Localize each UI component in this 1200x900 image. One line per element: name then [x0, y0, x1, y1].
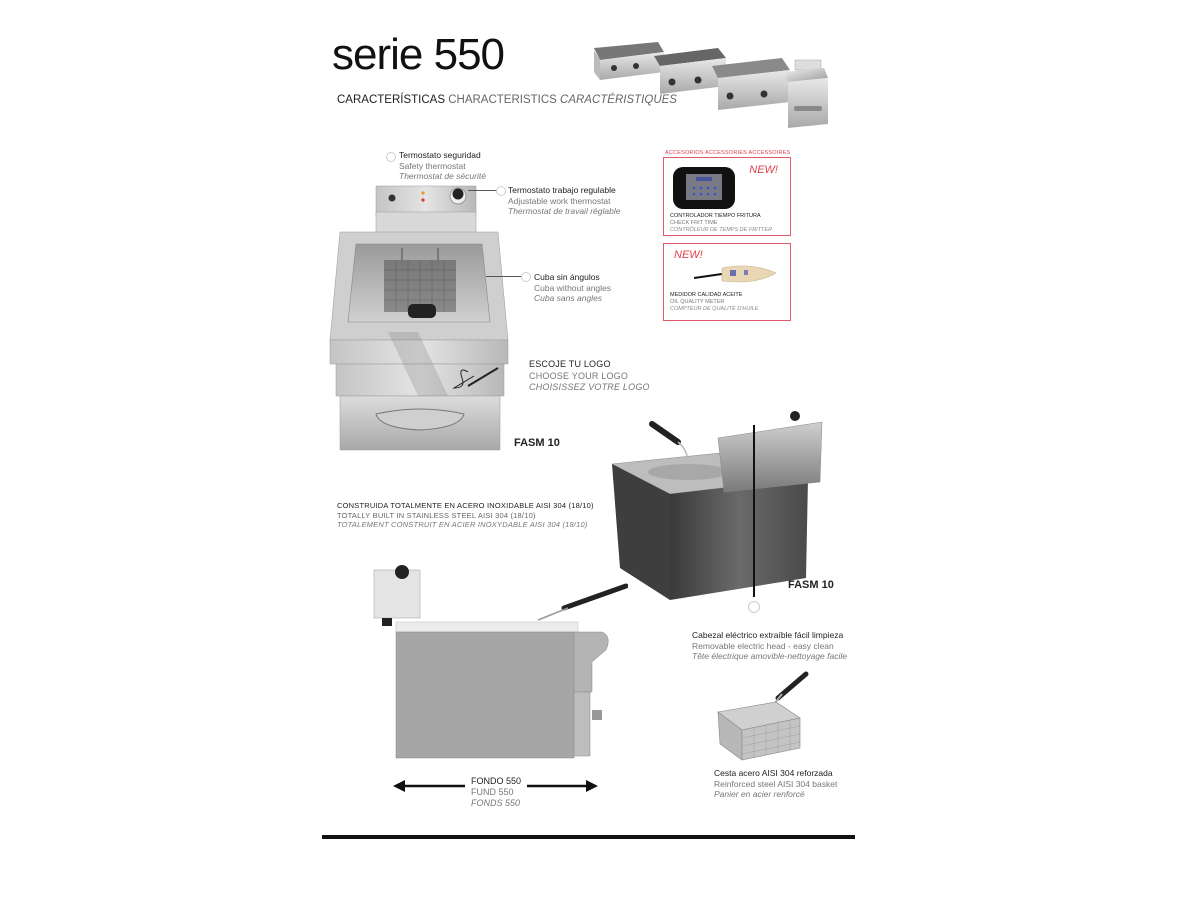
accessory-label-oil-meter: MEDIDOR CALIDAD ACEITE OIL QUALITY METER…	[670, 292, 759, 312]
accessory-label-timer: CONTROLADOR TIEMPO FRITURA CHECK FRIT TI…	[670, 213, 773, 233]
label-electric-head: Cabezal eléctrico extraíble fácil limpie…	[692, 630, 847, 661]
basket-image	[717, 671, 809, 761]
subtitle-es: CARACTERÍSTICAS	[337, 94, 445, 106]
callout-line-tank	[486, 276, 522, 277]
timer-controller-image	[673, 167, 735, 209]
label-depth: FONDO 550 FUND 550 FONDS 550	[471, 776, 522, 808]
accessory-card-oil-meter: NEW! MEDIDOR CALIDAD ACEITE OIL QUALITY …	[663, 243, 791, 321]
accessories-heading: ACCESORIOS ACCESSORIES ACCESSOIRES	[665, 150, 791, 156]
label-construction: CONSTRUIDA TOTALMENTE EN ACERO INOXIDABL…	[337, 501, 594, 529]
depth-arrow	[393, 780, 598, 792]
model-label-front: FASM 10	[514, 437, 560, 449]
fryer-side-image	[373, 565, 628, 759]
callout-dot-tank	[521, 272, 531, 282]
page-title: serie 550	[332, 30, 505, 79]
accessory-card-timer: NEW! CONTROLADOR TIEMPO FRITURA CHECK FR…	[663, 157, 791, 236]
callout-line-work	[468, 190, 498, 191]
subtitle-fr: CARACTÉRISTIQUES	[560, 94, 677, 106]
model-label-perspective: FASM 10	[788, 579, 834, 591]
label-safety-thermostat: Termostato seguridad Safety thermostat T…	[399, 150, 486, 181]
callout-dot-work	[496, 186, 506, 196]
callout-line-head	[753, 425, 755, 597]
callout-dot-safety	[386, 152, 396, 162]
new-badge: NEW!	[749, 164, 778, 176]
callout-dot-head	[748, 601, 760, 613]
label-logo: ESCOJE TU LOGO CHOOSE YOUR LOGO CHOISISS…	[529, 359, 650, 392]
subtitle-en: CHARACTERISTICS	[448, 94, 557, 106]
product-range-image	[594, 42, 828, 128]
label-basket: Cesta acero AISI 304 reforzada Reinforce…	[714, 768, 838, 799]
page-subtitle: CARACTERÍSTICAS CHARACTERISTICS CARACTÉR…	[337, 94, 677, 106]
oil-meter-image	[693, 265, 777, 283]
fryer-front-image	[329, 185, 509, 451]
label-work-thermostat: Termostato trabajo regulable Adjustable …	[508, 185, 621, 216]
label-tank: Cuba sin ángulos Cuba without angles Cub…	[534, 272, 612, 303]
fryer-perspective-image	[611, 411, 823, 600]
bottom-rule	[322, 835, 855, 839]
new-badge: NEW!	[674, 249, 703, 261]
